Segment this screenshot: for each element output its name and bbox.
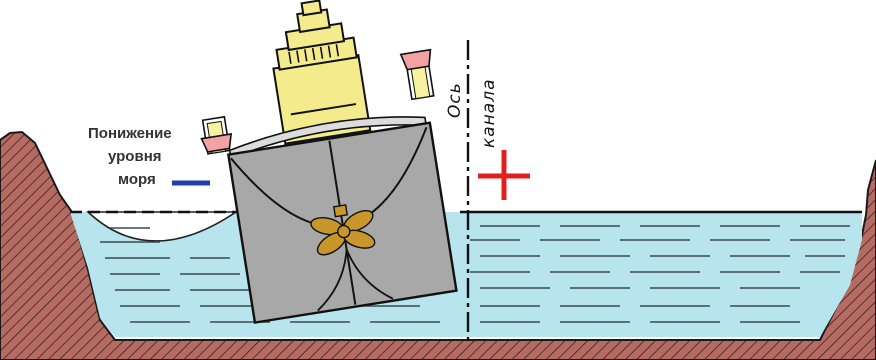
sea-drop-line3: моря xyxy=(118,171,156,188)
canal-axis-label: Ось канала xyxy=(445,78,499,148)
ship-vent-right xyxy=(399,48,435,101)
ground-left-bank xyxy=(0,130,876,360)
water-depression xyxy=(85,211,239,242)
canal-water xyxy=(70,210,862,337)
water-wave-dashes xyxy=(100,225,850,323)
ship-icon xyxy=(200,0,458,324)
ship-stern-lines xyxy=(317,248,394,312)
axis-word1: Ось xyxy=(445,82,465,118)
sea-level-drop-label: Понижение уровня моря xyxy=(88,125,172,188)
ship-keel-line xyxy=(328,140,357,305)
sea-drop-line1: Понижение xyxy=(88,125,172,142)
axis-word2: канала xyxy=(479,78,499,148)
propeller-icon xyxy=(310,204,376,256)
ship-vent-left xyxy=(200,115,233,155)
sea-drop-line2: уровня xyxy=(108,148,162,165)
plus-sign-icon xyxy=(478,150,530,200)
canal-ground xyxy=(0,130,876,360)
